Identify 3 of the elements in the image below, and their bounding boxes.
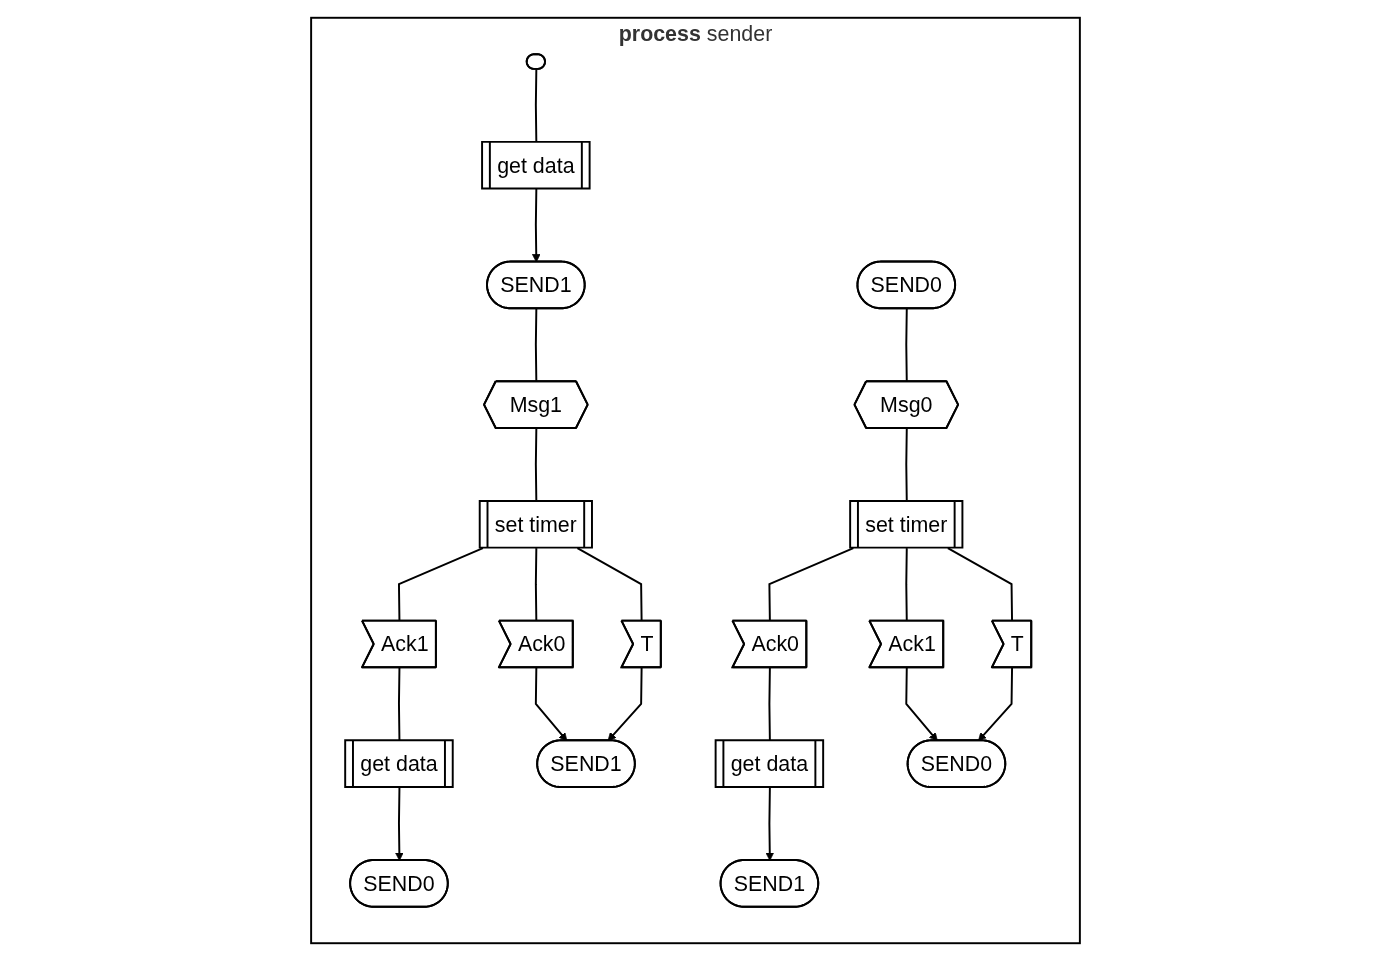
arrow — [531, 188, 541, 263]
connector — [534, 307, 538, 383]
connector — [905, 307, 908, 383]
